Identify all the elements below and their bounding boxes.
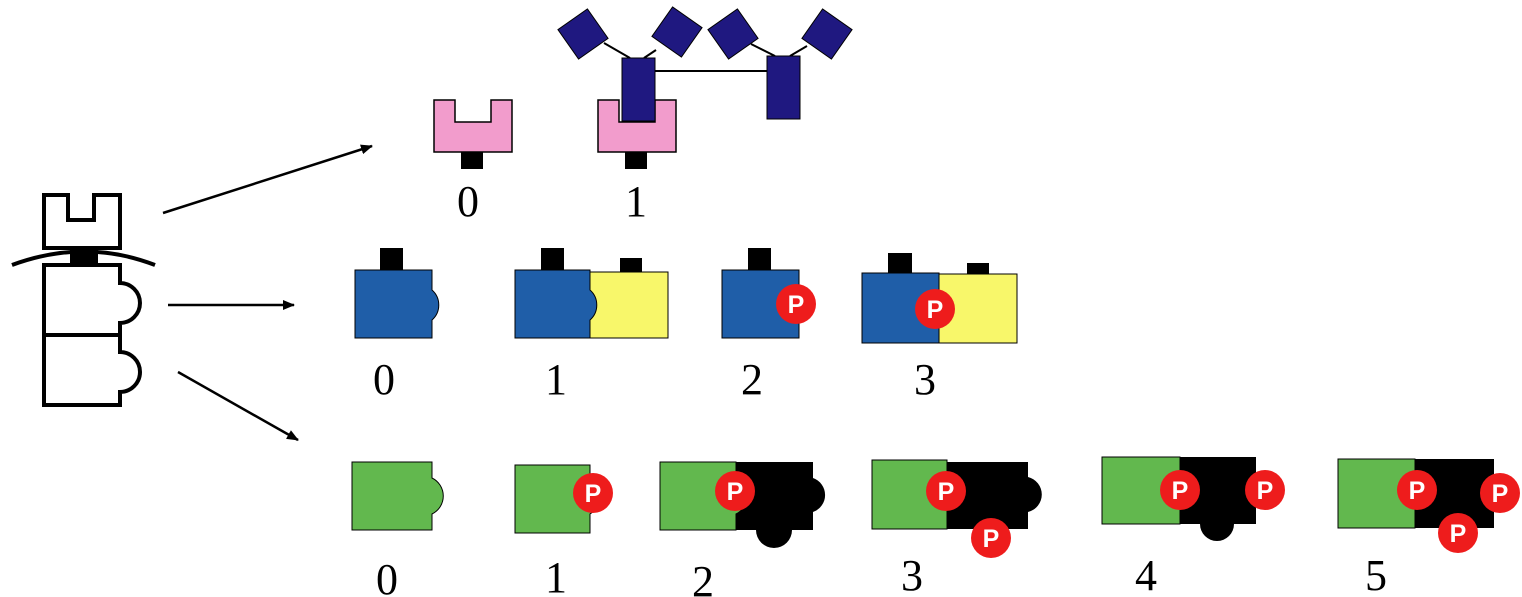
- phospho-icon: P: [1245, 470, 1285, 510]
- tail-state-label-0: 0: [376, 555, 398, 597]
- phospho-icon: P: [1480, 473, 1520, 513]
- phospho-icon: P: [715, 471, 755, 511]
- tail-state-label-1: 1: [545, 553, 567, 597]
- svg-text:P: P: [1450, 520, 1467, 548]
- arrows: [162, 144, 373, 442]
- row-binding: 0 1: [433, 6, 853, 226]
- svg-text:P: P: [927, 296, 944, 324]
- kinase-state-label-0: 0: [373, 355, 395, 404]
- binding-state-1: [597, 99, 677, 169]
- phospho-icon: P: [1438, 513, 1478, 553]
- tail-state-label-4: 4: [1135, 551, 1157, 597]
- antibody: [557, 6, 853, 122]
- phospho-icon: P: [915, 289, 955, 329]
- svg-text:P: P: [1172, 477, 1189, 505]
- binding-state-label-1: 1: [625, 177, 647, 226]
- phospho-icon: P: [573, 473, 613, 513]
- svg-text:P: P: [938, 478, 955, 506]
- phospho-icon: P: [1397, 470, 1437, 510]
- kinase-state-label-1: 1: [545, 355, 567, 404]
- receptor-schematic: [11, 193, 156, 407]
- arrow-to-binding-row: [162, 144, 373, 215]
- svg-text:P: P: [727, 478, 744, 506]
- svg-text:P: P: [1492, 480, 1509, 508]
- phospho-badges: P P P P P P P P P P P: [573, 284, 1520, 558]
- kinase-state-label-3: 3: [914, 355, 936, 404]
- svg-text:P: P: [585, 480, 602, 508]
- tail-state-label-5: 5: [1365, 551, 1387, 597]
- tail-state-label-3: 3: [901, 551, 923, 597]
- binding-state-0: [433, 99, 513, 169]
- kinase-state-1: [514, 248, 669, 339]
- svg-text:P: P: [1257, 477, 1274, 505]
- phospho-icon: P: [971, 518, 1011, 558]
- row-kinase: 0 1 2 3: [354, 248, 1018, 404]
- tail-state-label-2: 2: [692, 557, 714, 597]
- svg-text:P: P: [983, 525, 1000, 553]
- arrow-to-tail-row: [177, 370, 299, 442]
- tail-state-0: [351, 461, 444, 531]
- tail-state-4: [1101, 456, 1256, 541]
- phospho-icon: P: [776, 284, 816, 324]
- kinase-state-0: [354, 248, 440, 339]
- phospho-icon: P: [926, 471, 966, 511]
- svg-text:P: P: [1409, 477, 1426, 505]
- kinase-state-label-2: 2: [741, 355, 763, 404]
- phospho-icon: P: [1160, 470, 1200, 510]
- binding-state-label-0: 0: [457, 177, 479, 226]
- row-tail: 0 1 2 3 4 5: [351, 456, 1494, 597]
- svg-text:P: P: [788, 291, 805, 319]
